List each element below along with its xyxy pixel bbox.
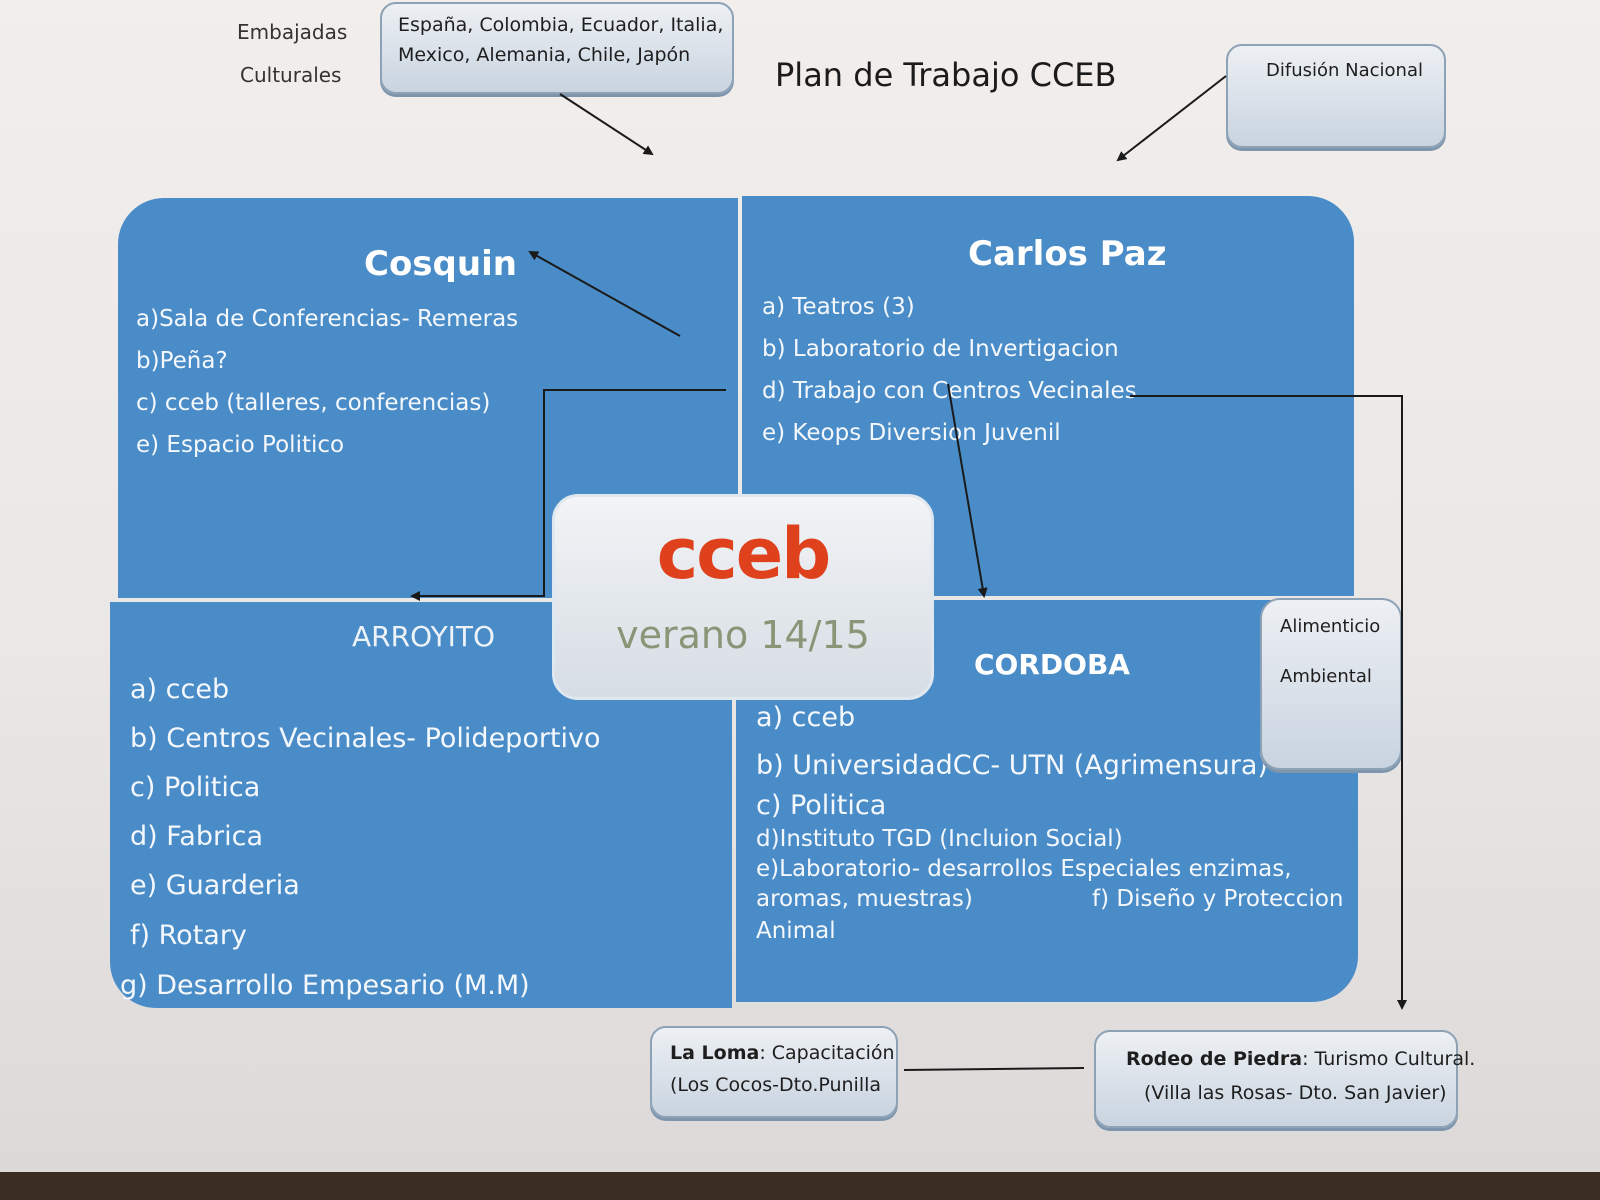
- rodeo-line-2: (Villa las Rosas- Dto. San Javier): [1144, 1082, 1447, 1104]
- countries-line-2: Mexico, Alemania, Chile, Japón: [398, 44, 691, 66]
- arrow-carlos-paz-to-cordoba: [947, 383, 988, 598]
- line-la-loma-to-rodeo: [903, 1067, 1085, 1071]
- cordoba-title: CORDOBA: [974, 648, 1130, 681]
- cordoba-item: c) Politica: [756, 790, 887, 821]
- countries-line-1: España, Colombia, Ecuador, Italia,: [398, 14, 724, 36]
- la-loma-desc: : Capacitación: [759, 1042, 895, 1064]
- carlos-paz-title: Carlos Paz: [968, 234, 1167, 274]
- arrow-cosquin-to-arroyito: [410, 389, 726, 601]
- cosquin-item: b)Peña?: [136, 348, 228, 374]
- rodeo-desc: : Turismo Cultural.: [1302, 1048, 1476, 1070]
- cosquin-item: a)Sala de Conferencias- Remeras: [136, 306, 519, 332]
- arroyito-title: ARROYITO: [352, 620, 496, 653]
- la-loma-name: La Loma: [670, 1042, 760, 1064]
- page-title: Plan de Trabajo CCEB: [775, 56, 1117, 94]
- cosquin-item: c) cceb (talleres, conferencias): [136, 390, 491, 416]
- carlos-paz-item: b) Laboratorio de Invertigacion: [762, 336, 1119, 362]
- cceb-logo: cceb: [656, 513, 832, 595]
- arrow-vecinales-to-rodeo: [1130, 395, 1407, 1010]
- rodeo-name: Rodeo de Piedra: [1126, 1048, 1303, 1070]
- embajadas-countries-box: España, Colombia, Ecuador, Italia, Mexic…: [380, 2, 734, 94]
- la-loma-box: La Loma: Capacitación (Los Cocos-Dto.Pun…: [650, 1026, 898, 1118]
- arroyito-item: f) Rotary: [130, 920, 247, 951]
- carlos-paz-item: a) Teatros (3): [762, 294, 915, 320]
- cosquin-title: Cosquin: [364, 244, 517, 284]
- verano-subtitle: verano 14/15: [616, 613, 870, 657]
- la-loma-line-2: (Los Cocos-Dto.Punilla: [670, 1074, 882, 1096]
- la-loma-line-1: La Loma: Capacitación: [670, 1042, 895, 1064]
- carlos-paz-item: e) Keops Diversion Juvenil: [762, 420, 1061, 446]
- difusion-nacional-box: Difusión Nacional: [1226, 44, 1446, 148]
- paper-background: Embajadas Culturales España, Colombia, E…: [0, 0, 1600, 1172]
- arrow-embajadas-to-plan: [559, 93, 654, 156]
- arrow-difusion-to-plan: [1116, 75, 1227, 162]
- cordoba-item: f) Diseño y Proteccion: [1092, 886, 1344, 912]
- difusion-nacional-label: Difusión Nacional: [1266, 60, 1423, 81]
- cosquin-item: e) Espacio Politico: [136, 432, 345, 458]
- arroyito-item: c) Politica: [130, 772, 261, 803]
- arroyito-item: b) Centros Vecinales- Polideportivo: [130, 723, 601, 754]
- cordoba-item: d)Instituto TGD (Incluion Social): [756, 826, 1123, 852]
- arroyito-item: a) cceb: [130, 674, 230, 705]
- alimenticio-label: Alimenticio: [1280, 616, 1381, 637]
- rodeo-de-piedra-box: Rodeo de Piedra: Turismo Cultural. (Vill…: [1094, 1030, 1475, 1128]
- arroyito-item: d) Fabrica: [130, 821, 263, 852]
- arrow-to-cosquin-title: [528, 251, 681, 337]
- ambiental-label: Ambiental: [1280, 666, 1372, 687]
- cordoba-item: aromas, muestras): [756, 886, 973, 912]
- embajadas-label: Embajadas: [237, 20, 348, 44]
- cceb-center-box: cceb verano 14/15: [552, 494, 934, 700]
- cordoba-item: Animal: [756, 918, 836, 944]
- culturales-label: Culturales: [240, 63, 342, 87]
- alimenticio-ambiental-box: Alimenticio Ambiental: [1260, 598, 1402, 770]
- rodeo-line-1: Rodeo de Piedra: Turismo Cultural.: [1126, 1048, 1475, 1070]
- arroyito-item: e) Guarderia: [130, 870, 300, 901]
- arroyito-item: g) Desarrollo Empesario (M.M): [120, 970, 530, 1001]
- cordoba-item: a) cceb: [756, 702, 856, 733]
- connector-lines: [410, 75, 1407, 1071]
- cordoba-item: b) UniversidadCC- UTN (Agrimensura): [756, 750, 1268, 781]
- cordoba-item: e)Laboratorio- desarrollos Especiales en…: [756, 856, 1292, 882]
